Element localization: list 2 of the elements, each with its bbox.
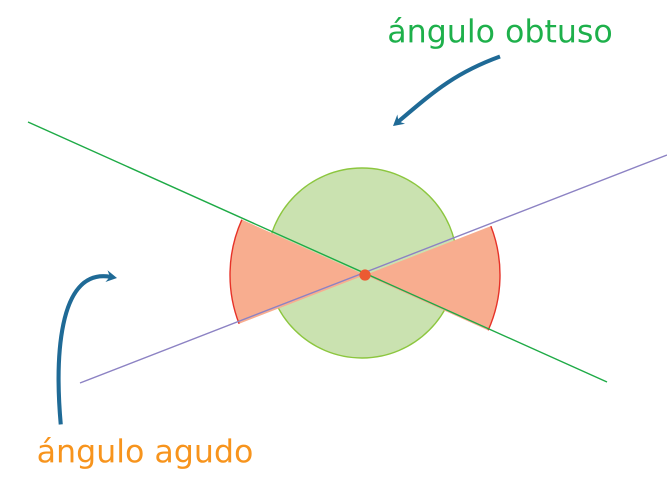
angle-label: ángulo obtuso	[389, 17, 612, 49]
angle-label: ángulo agudo	[38, 437, 252, 469]
